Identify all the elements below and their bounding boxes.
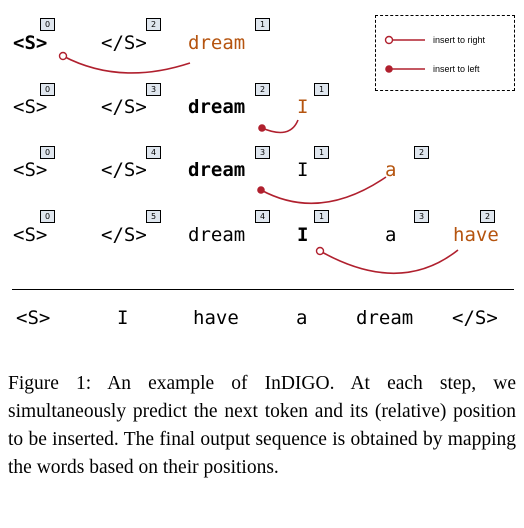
token: a [385,159,397,181]
position-badge: 2 [146,18,161,31]
position-badge: 0 [40,83,55,96]
position-badge: 1 [314,210,329,223]
final-token: <S> [16,307,51,329]
legend-left-marker [385,65,393,73]
token: I [297,96,309,118]
insert-right-link [319,249,459,274]
insert-right-marker [315,246,325,256]
token: I [297,159,309,181]
figure-caption: Figure 1: An example of InDIGO. At each … [8,373,516,478]
token: <S> [13,224,48,246]
position-badge: 1 [314,146,329,159]
divider [12,289,514,290]
final-token: a [296,307,308,329]
insert-right-link [62,55,191,74]
final-token: </S> [452,307,498,329]
token: I [297,224,309,246]
position-badge: 3 [255,146,270,159]
insert-left-link [261,119,299,134]
position-badge: 0 [40,210,55,223]
position-badge: 0 [40,146,55,159]
final-token: I [117,307,129,329]
token: dream [188,224,246,246]
token: </S> [101,159,147,181]
token: <S> [13,159,48,181]
position-badge: 3 [146,83,161,96]
token: </S> [101,224,147,246]
legend-right-label: insert to right [433,35,486,45]
position-badge: 1 [255,18,270,31]
final-token: have [193,307,239,329]
legend [375,15,515,91]
position-badge: 2 [414,146,429,159]
insert-left-link [260,176,387,205]
token: <S> [13,96,48,118]
final-token: dream [356,307,414,329]
position-badge: 2 [480,210,495,223]
token: have [453,224,499,246]
position-badge: 0 [40,18,55,31]
legend-left-label: insert to left [433,64,480,74]
token: <S> [13,32,48,54]
position-badge: 4 [255,210,270,223]
position-badge: 3 [414,210,429,223]
position-badge: 5 [146,210,161,223]
insert-left-marker [257,186,265,194]
token: dream [188,96,246,118]
token: dream [188,159,246,181]
token: </S> [101,96,147,118]
token: a [385,224,397,246]
token: dream [188,32,246,54]
position-badge: 1 [314,83,329,96]
insert-right-marker [58,51,68,61]
position-badge: 2 [255,83,270,96]
position-badge: 4 [146,146,161,159]
legend-right-marker [384,35,394,45]
token: </S> [101,32,147,54]
insert-left-marker [258,124,266,132]
